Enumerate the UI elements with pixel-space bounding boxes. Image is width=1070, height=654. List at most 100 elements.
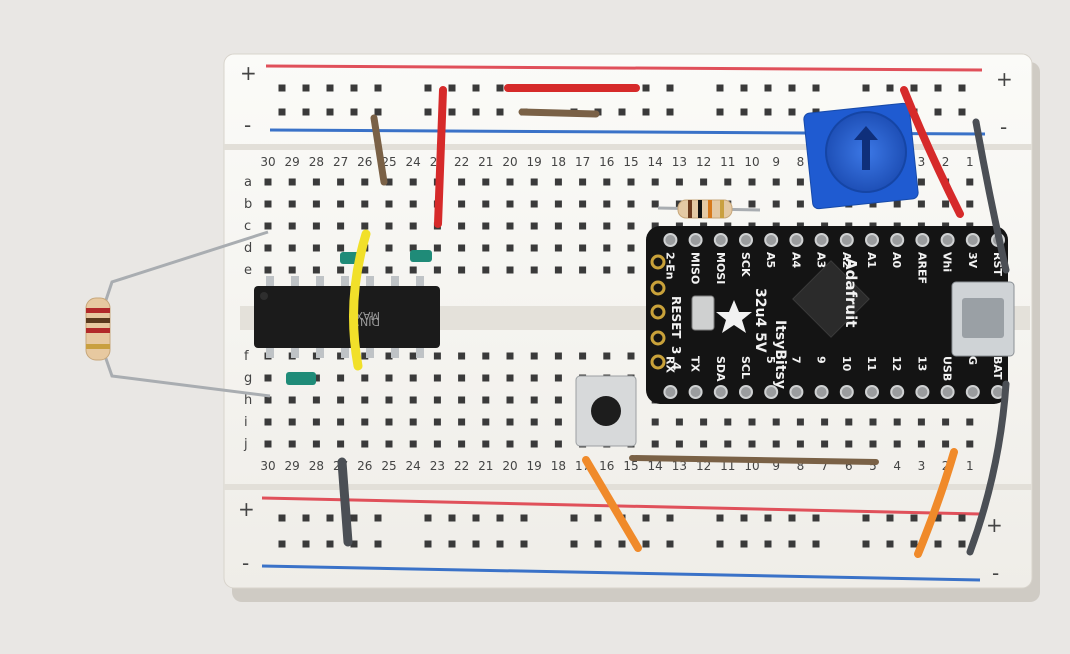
row-label: a (244, 175, 252, 190)
hole (772, 200, 780, 208)
mcu-pin-label: 12 (890, 356, 903, 371)
rail-hole (740, 84, 748, 92)
hole (651, 178, 659, 186)
mcu-pad (789, 233, 804, 247)
hole (264, 200, 272, 208)
rail-hole (350, 540, 358, 548)
rail-hole (886, 84, 894, 92)
hole (409, 222, 417, 230)
hole (312, 200, 320, 208)
hole (748, 440, 756, 448)
hole (361, 374, 369, 382)
column-label: 22 (454, 459, 469, 473)
chip-pin (341, 276, 349, 288)
rail-hole (958, 108, 966, 116)
column-label: 3 (918, 155, 926, 169)
capacitor-3 (286, 372, 316, 385)
rail-hole (910, 514, 918, 522)
column-label: 25 (381, 155, 396, 169)
column-label: 8 (797, 459, 805, 473)
rail-hole (934, 84, 942, 92)
mcu-pad (890, 233, 905, 247)
hole (942, 200, 950, 208)
rail-hole (448, 514, 456, 522)
mcu-reset-label: RESET (669, 296, 683, 339)
column-label: 12 (696, 459, 711, 473)
mcu-pad (814, 385, 829, 399)
rail-hole (472, 108, 480, 116)
mcu-pin-label: 2-En (663, 252, 676, 280)
row-label: h (244, 393, 252, 408)
rail-hole (788, 540, 796, 548)
mcu-pad (663, 233, 678, 247)
rail-hole (472, 514, 480, 522)
rail-hole (764, 514, 772, 522)
rail-hole (424, 514, 432, 522)
column-label: 4 (893, 459, 901, 473)
rail-hole (496, 514, 504, 522)
rail-plus-top-left: + (240, 61, 257, 85)
rail-hole (764, 108, 772, 116)
hole (361, 200, 369, 208)
mcu-pin-label: 5 (764, 356, 777, 364)
hole (264, 244, 272, 252)
rail-hole (424, 540, 432, 548)
rail-hole (886, 514, 894, 522)
rail-hole (424, 84, 432, 92)
rail-hole (666, 84, 674, 92)
rail-hole (570, 540, 578, 548)
mcu-pad (940, 233, 955, 247)
hole (966, 440, 974, 448)
rail-hole (642, 514, 650, 522)
mcu-reset-button[interactable] (691, 295, 715, 331)
hole (942, 440, 950, 448)
column-label: 28 (309, 155, 324, 169)
mcu-pad (965, 233, 980, 247)
arrow-up-icon (854, 126, 878, 170)
hole (603, 244, 611, 252)
mcu-pin-label: MOSI (714, 252, 727, 284)
rail-hole (302, 84, 310, 92)
hole (482, 396, 490, 404)
rail-hole (448, 540, 456, 548)
hole (433, 440, 441, 448)
hole (312, 266, 320, 274)
mcu-pin-label: A5 (764, 252, 777, 268)
rail-hole (278, 540, 286, 548)
column-label: 6 (845, 459, 853, 473)
chip-pin (391, 276, 399, 288)
hole (530, 244, 538, 252)
wire-gray-2 (972, 118, 1010, 274)
column-label: 12 (696, 155, 711, 169)
mcu-pin-label: G (966, 356, 979, 365)
row-label: d (244, 241, 252, 256)
mcu-chip (792, 260, 870, 338)
rail-hole (716, 540, 724, 548)
hole (966, 200, 974, 208)
hole (724, 178, 732, 186)
hole (337, 266, 345, 274)
mcu-pin-label: RX (663, 356, 676, 373)
hole (288, 200, 296, 208)
hole (675, 178, 683, 186)
mcu-pin-label: 9 (815, 356, 828, 364)
column-label: 18 (551, 155, 566, 169)
rail-hole (326, 514, 334, 522)
potentiometer[interactable] (803, 102, 919, 210)
rail-hole (740, 514, 748, 522)
chip-pin (341, 346, 349, 358)
column-label: 1 (966, 155, 974, 169)
hole (893, 418, 901, 426)
hole (482, 440, 490, 448)
mcu-pin-label: USB (941, 356, 954, 381)
push-button[interactable] (575, 375, 637, 447)
hole (917, 440, 925, 448)
hole (264, 178, 272, 186)
hole (361, 352, 369, 360)
hole (458, 352, 466, 360)
hole (433, 352, 441, 360)
rail-hole (934, 108, 942, 116)
